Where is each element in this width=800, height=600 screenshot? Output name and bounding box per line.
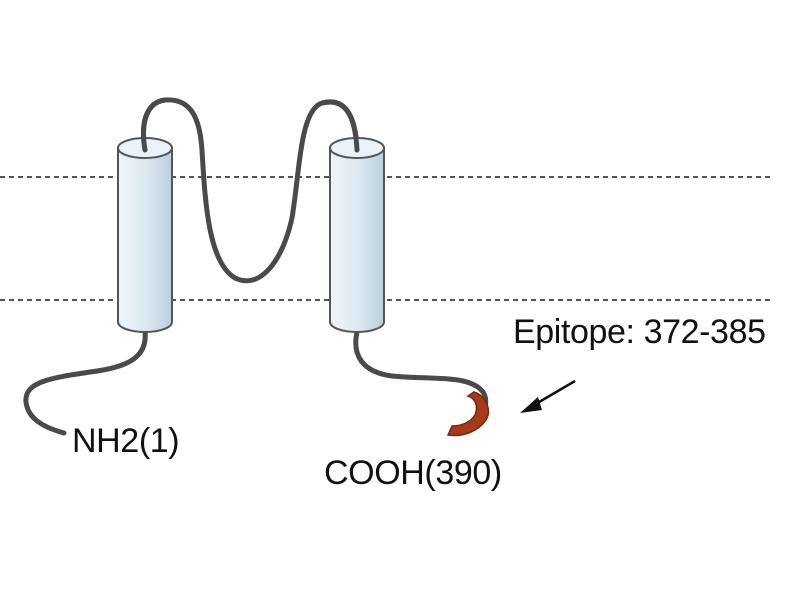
n-terminal-tail (23, 329, 148, 436)
epitope-region (446, 391, 490, 437)
transmembrane-helix-1 (117, 137, 173, 333)
c-terminus-label: COOH(390) (324, 454, 502, 492)
loop-entry-helix-1 (141, 97, 168, 153)
arrow-icon (520, 379, 576, 413)
c-terminal-tail (353, 329, 489, 435)
transmembrane-helix-2 (329, 137, 385, 333)
extracellular-loop (141, 97, 360, 284)
loop-entry-helix-2 (319, 99, 360, 153)
epitope-label: Epitope: 372-385 (513, 313, 766, 351)
n-terminus-label: NH2(1) (72, 422, 179, 460)
